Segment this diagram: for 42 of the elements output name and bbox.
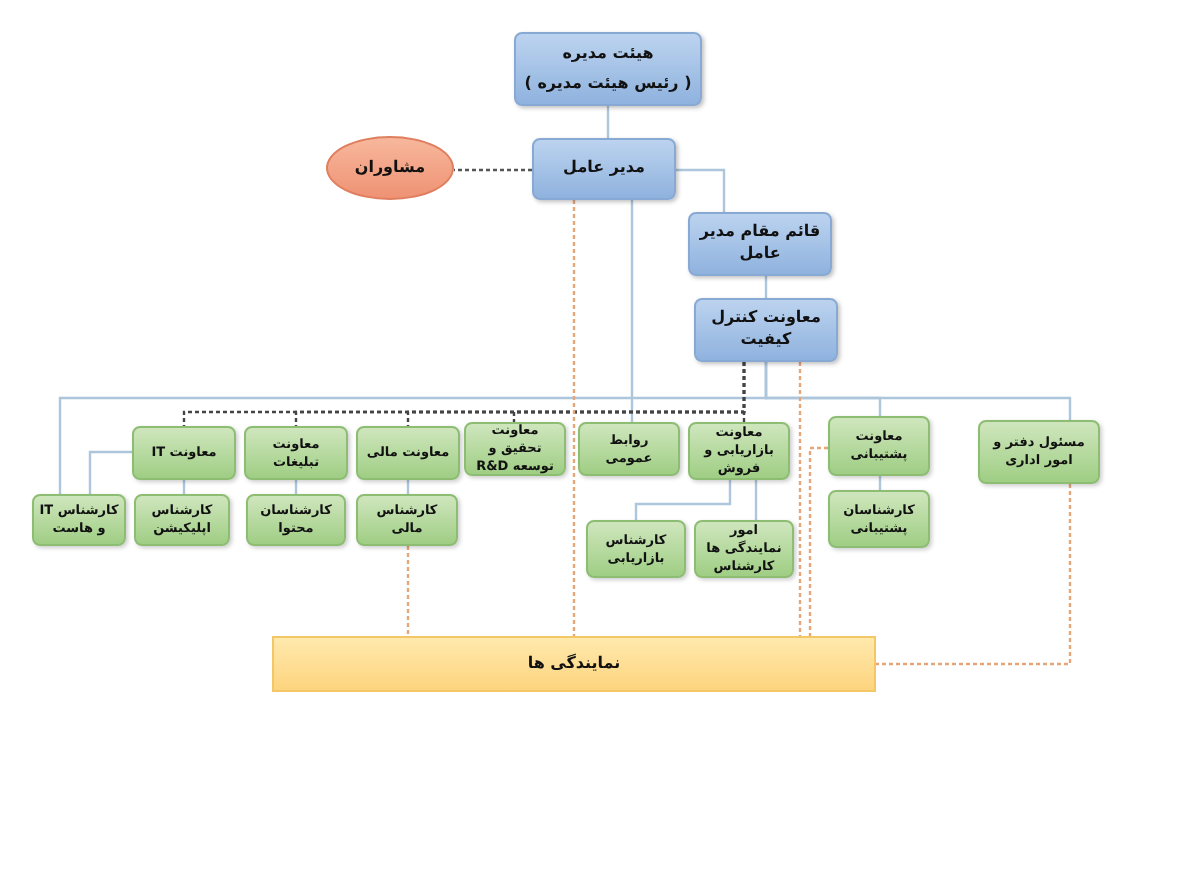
connector-line [764,362,1072,420]
department-box [688,422,790,480]
node-label: قائم مقام مدیر عامل [697,222,823,266]
department-box [134,494,230,546]
department-box [356,494,458,546]
department-box [246,494,346,546]
node-label: مشاوران [354,157,426,179]
connector-line [634,480,732,520]
connector-line [764,276,768,298]
department-box [356,426,460,480]
department-box [978,420,1100,484]
connector-line [88,450,132,494]
node-label: معاونت کنترل کیفیت [709,308,823,352]
connector-line [630,200,634,422]
dashed-connector [876,484,1072,666]
dashed-connector [572,200,576,636]
node-label: ( رئیس هیئت مدیره ) [524,73,692,95]
department-box [828,490,930,548]
branch-bar [272,636,876,692]
dashed-connector [798,362,802,636]
dashed-connector [406,546,410,636]
connector-line [754,480,758,520]
department-box [694,520,794,578]
department-box [586,520,686,578]
department-box [244,426,348,480]
department-box [464,422,566,476]
org-box [514,32,702,106]
dashed-connector [742,362,746,422]
department-box [132,426,236,480]
node-label: نمایندگی ها [527,653,621,675]
department-box [578,422,680,476]
department-box [828,416,930,476]
department-box [32,494,126,546]
dashed-connector [454,168,532,172]
org-box [694,298,838,362]
org-box [688,212,832,276]
connector-line [606,106,610,138]
node-label: مدیر عامل [563,158,645,180]
org-box [532,138,676,200]
connector-line [676,168,726,212]
dashed-connector [808,446,828,636]
node-label: هیئت مدیره [562,43,654,65]
